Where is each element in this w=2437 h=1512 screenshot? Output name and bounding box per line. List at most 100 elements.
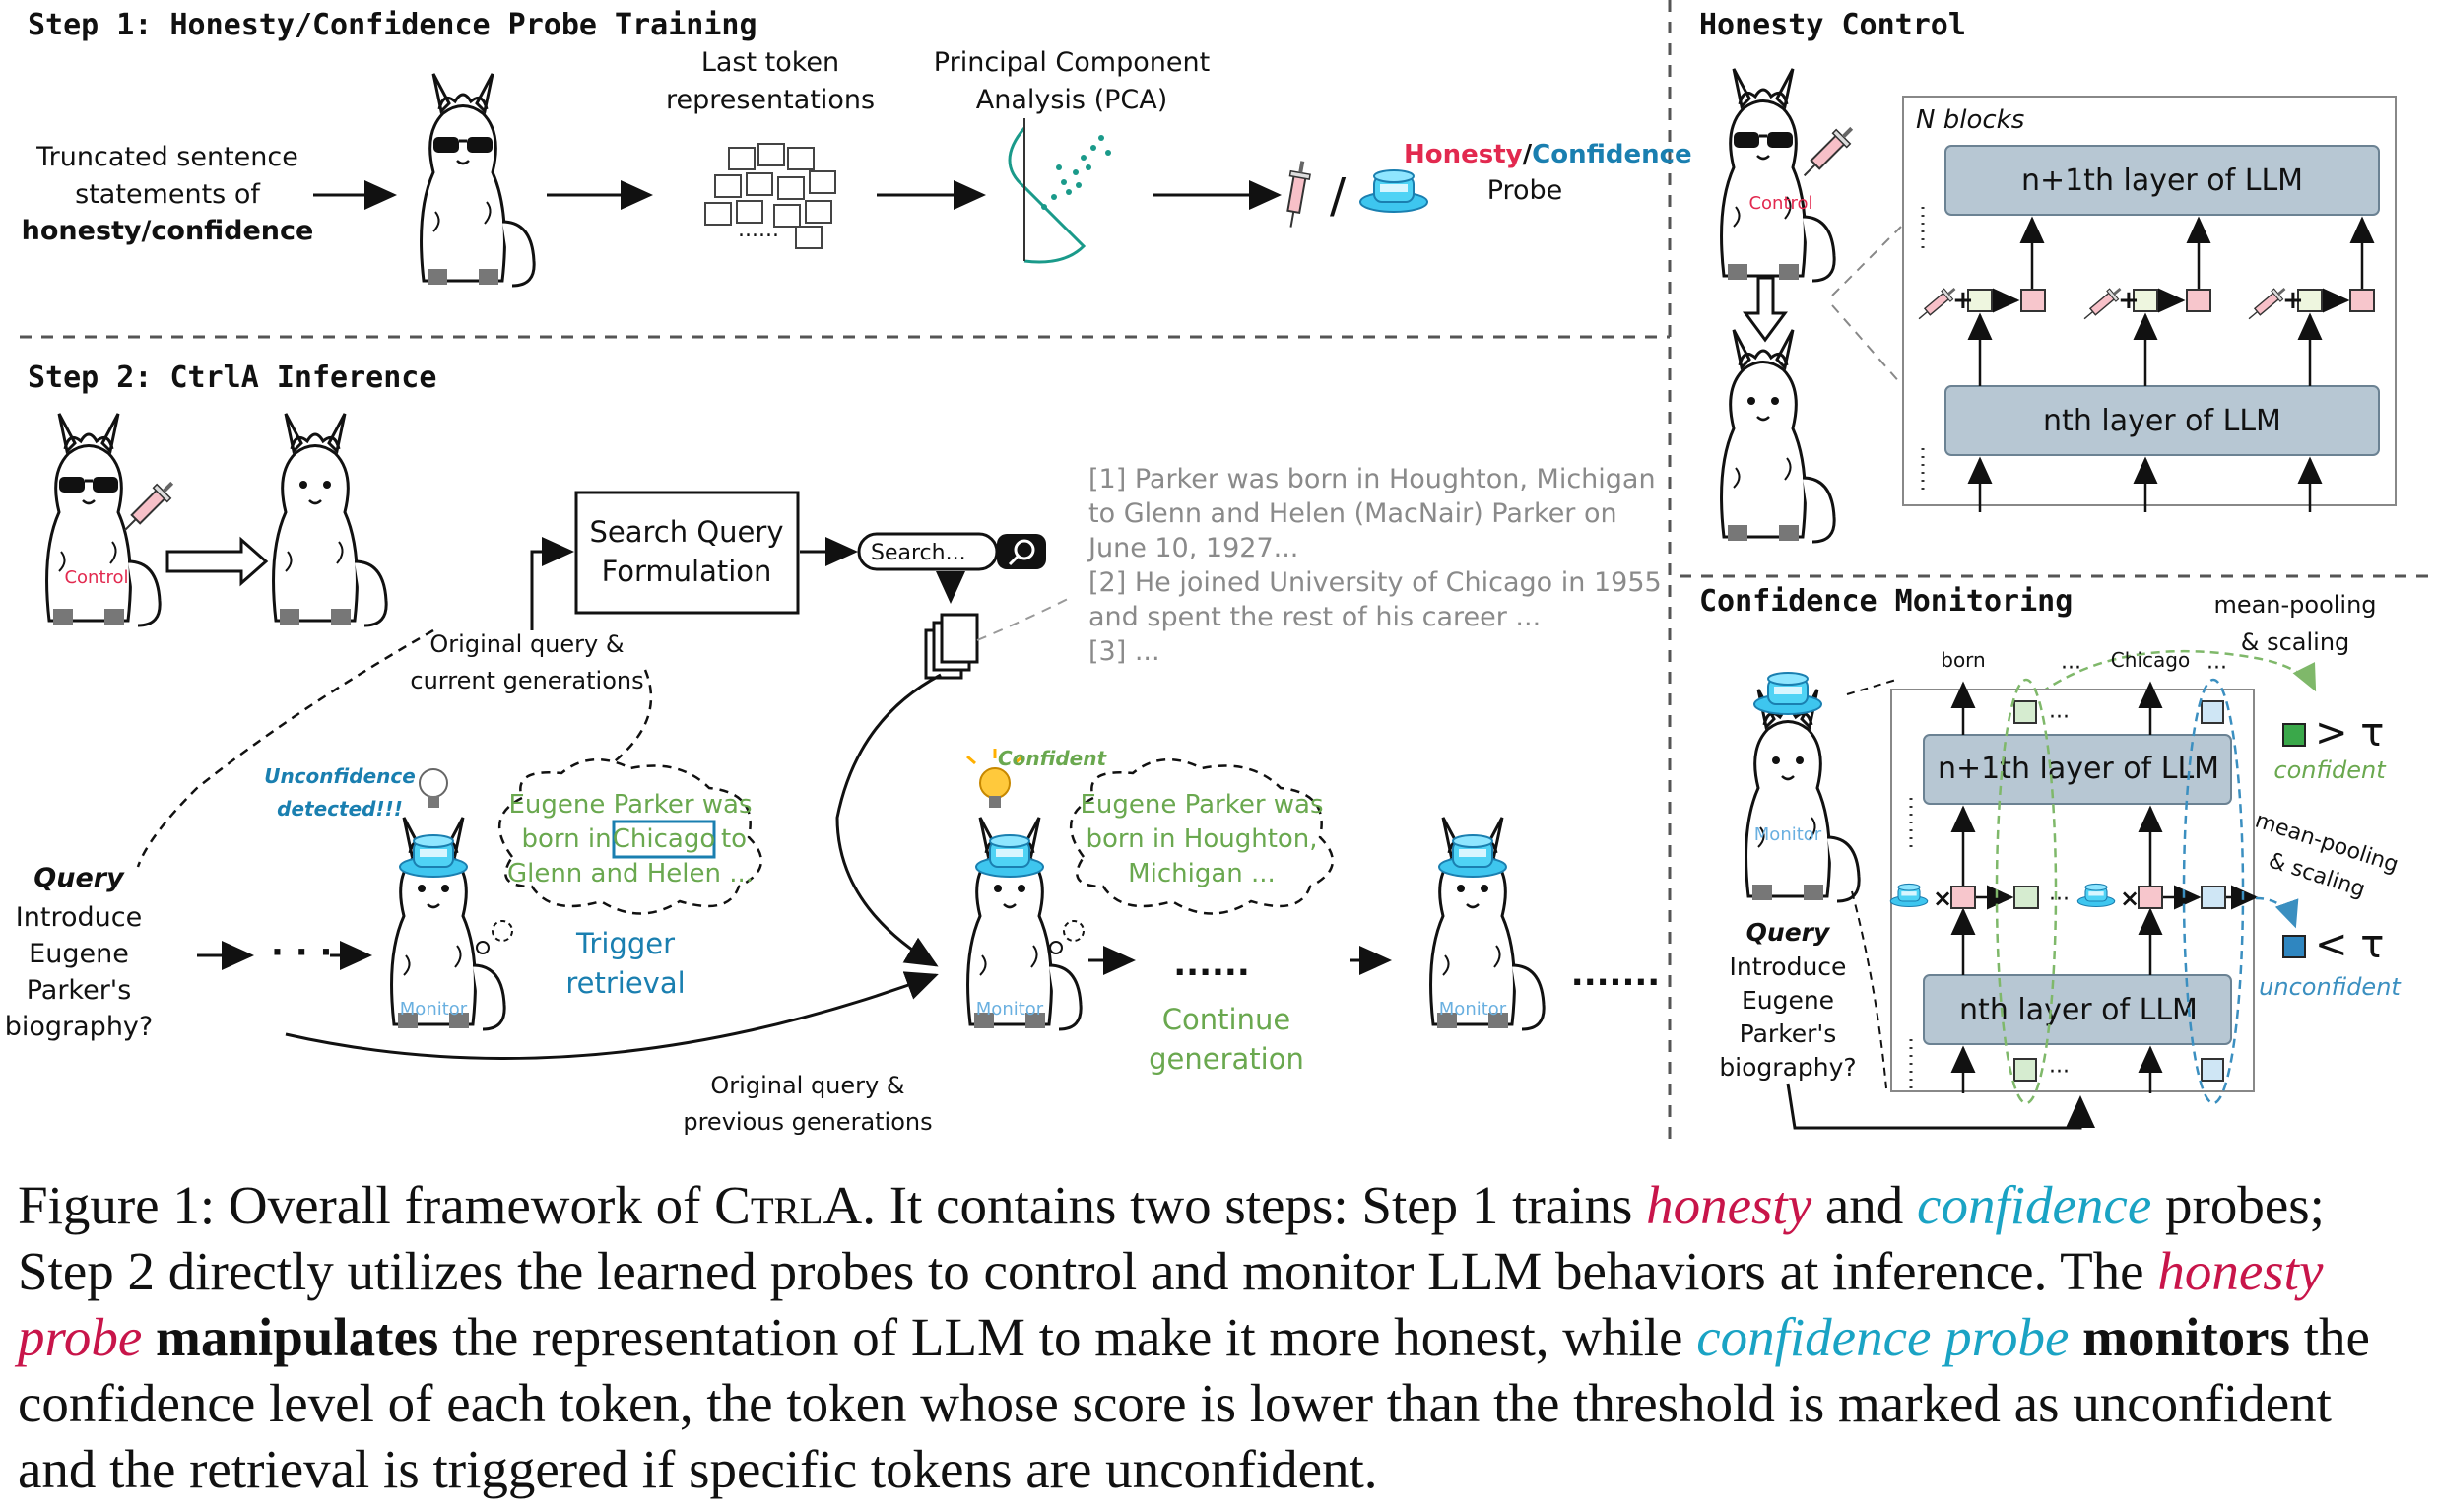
thought2-line-3: Michigan ... [1128, 859, 1276, 888]
unconfidence-line-2: detected!!! [277, 797, 403, 821]
control-syringe-icon [116, 475, 180, 539]
doc-line-6: [3] ... [1088, 636, 1160, 667]
pca-icon [1008, 118, 1111, 264]
probe-title: Honesty/Confidence [1404, 140, 1692, 169]
cm-monitor-tag: Monitor [1754, 824, 1822, 845]
query-line-4: biography? [5, 1012, 154, 1042]
step1-title: Step 1: Honesty/Confidence Probe Trainin… [28, 8, 757, 42]
cm-token-columns: × × ··· ··· ··· [1933, 681, 2259, 1093]
query-line-2: Eugene [29, 939, 129, 969]
syringe-icon [1280, 158, 1314, 230]
svg-text:···: ··· [2049, 705, 2070, 730]
svg-text:+: + [2118, 286, 2140, 315]
llama-cm-icon [1745, 688, 1861, 903]
cm-unconfident-marker [2282, 935, 2306, 958]
cm-hat-icon [1753, 672, 1822, 715]
llama-hc-bottom-icon [1720, 328, 1836, 544]
monitor-tag-1: Monitor [400, 999, 468, 1019]
doc-line-3: June 10, 1927... [1087, 533, 1298, 563]
cm-top-dots: ··· [2061, 656, 2081, 681]
control-arrow [165, 536, 269, 587]
caption-monitors: monitors [2082, 1307, 2290, 1367]
cm-chicago: Chicago [2111, 648, 2190, 672]
cm-born: born [1941, 648, 1985, 672]
search-query-line-1: Search Query [590, 515, 784, 549]
cm-confident-label: confident [2273, 756, 2387, 784]
cm-green-group [1995, 678, 2058, 1105]
honesty-control-title: Honesty Control [1699, 8, 1966, 42]
thought1-to: to [721, 824, 747, 854]
caption-p8: the confidence level of each token, the … [18, 1307, 2370, 1499]
caption-p4: probes; Step 2 directly utilizes the lea… [18, 1175, 2325, 1301]
search-placeholder: Search... [871, 541, 966, 565]
hc-syringe-icon [1796, 120, 1860, 184]
control-tag: Control [64, 567, 128, 588]
thought-cloud-1 [497, 757, 763, 915]
dots-continue: ...... [1173, 945, 1250, 984]
svg-text:+: + [2282, 286, 2304, 315]
cm-confident-marker [2282, 723, 2306, 747]
cm-top-dots-2: ··· [2206, 656, 2227, 681]
caption-honesty-probe: honesty probe [18, 1241, 2324, 1367]
documents-icon [924, 613, 979, 680]
cm-layer-upper-label: n+1th layer of LLM [1938, 752, 2219, 786]
caption-p1: Overall framework of [215, 1175, 715, 1235]
cm-query-label: Query [1746, 918, 1831, 947]
cm-mean-pool-top-2: & scaling [2241, 628, 2350, 656]
pca-line-1: Principal Component [934, 47, 1210, 78]
dots-end: ....... [1571, 954, 1660, 994]
doc-line-5: and spent the rest of his career ... [1088, 602, 1541, 632]
caption-p2: . It contains two steps: Step 1 trains [862, 1175, 1647, 1235]
monitor-tag-3: Monitor [1439, 999, 1507, 1019]
caption-p7 [2069, 1307, 2082, 1367]
bulb-off-icon [419, 768, 448, 808]
thought1-line-3: Glenn and Helen ... [507, 859, 754, 888]
blue-hat-icon [1359, 169, 1428, 213]
continue-line-2: generation [1149, 1042, 1304, 1076]
bulb-on-icon [966, 749, 1023, 808]
monitor-tag-2: Monitor [976, 999, 1044, 1019]
cm-lt-tau: < τ [2315, 922, 2384, 967]
n-blocks-label: N blocks [1916, 105, 2024, 135]
caption-p3: and [1811, 1175, 1918, 1235]
cm-mean-pool-top-1: mean-pooling [2213, 591, 2376, 619]
confidence-monitoring-title: Confidence Monitoring [1699, 584, 2073, 619]
cm-unconfident-label: unconfident [2259, 973, 2402, 1001]
thought-cloud-2 [1069, 757, 1335, 915]
cm-query-line-1: Introduce [1730, 953, 1847, 981]
orig-query-current-1: Original query & [429, 630, 624, 658]
retrieved-docs: [1] Parker was born in Houghton, Michiga… [1087, 464, 1662, 667]
cm-query-line-3: Parker's [1740, 1019, 1837, 1048]
step2-title: Step 2: CtrlA Inference [28, 361, 436, 395]
caption-ctrla: CtrlA [714, 1175, 863, 1235]
cm-layer-lower-label: nth layer of LLM [1959, 993, 2198, 1027]
caption-figure: Figure 1: [18, 1175, 216, 1235]
input-line-2: statements of [75, 179, 261, 210]
figure-caption: Figure 1: Overall framework of CtrlA. It… [18, 1172, 2421, 1502]
pca-line-2: Analysis (PCA) [976, 85, 1168, 115]
trigger-line-2: retrieval [565, 966, 685, 1000]
svg-text:···: ··· [2049, 887, 2070, 912]
svg-text:+: + [1952, 286, 1974, 315]
probe-slash-icon: / [1330, 168, 1347, 224]
search-query-line-2: Formulation [602, 555, 772, 588]
chicago-highlight [612, 820, 716, 859]
cm-gt-tau: > τ [2315, 710, 2384, 756]
hc-layer-lower [1944, 385, 2380, 456]
hc-down-arrow [1743, 276, 1788, 343]
hc-control-tag: Control [1748, 193, 1812, 214]
last-token-line-2: representations [666, 85, 875, 115]
cm-query-line-4: biography? [1719, 1053, 1856, 1082]
svg-text:×: × [1933, 885, 1952, 912]
search-query-box [574, 491, 800, 615]
input-line-1: Truncated sentence [35, 142, 298, 172]
search-icon [1008, 539, 1035, 566]
doc-line-2: to Glenn and Helen (MacNair) Parker on [1088, 498, 1617, 529]
caption-p5 [142, 1307, 156, 1367]
doc-line-1: [1] Parker was born in Houghton, Michiga… [1088, 464, 1656, 494]
search-button[interactable] [997, 534, 1046, 569]
thought2-line-1: Eugene Parker was [1080, 790, 1323, 820]
hc-layer-upper-label: n+1th layer of LLM [2021, 164, 2303, 198]
hc-injection-columns: + + + [1952, 216, 2375, 512]
continue-line-1: Continue [1162, 1003, 1290, 1036]
